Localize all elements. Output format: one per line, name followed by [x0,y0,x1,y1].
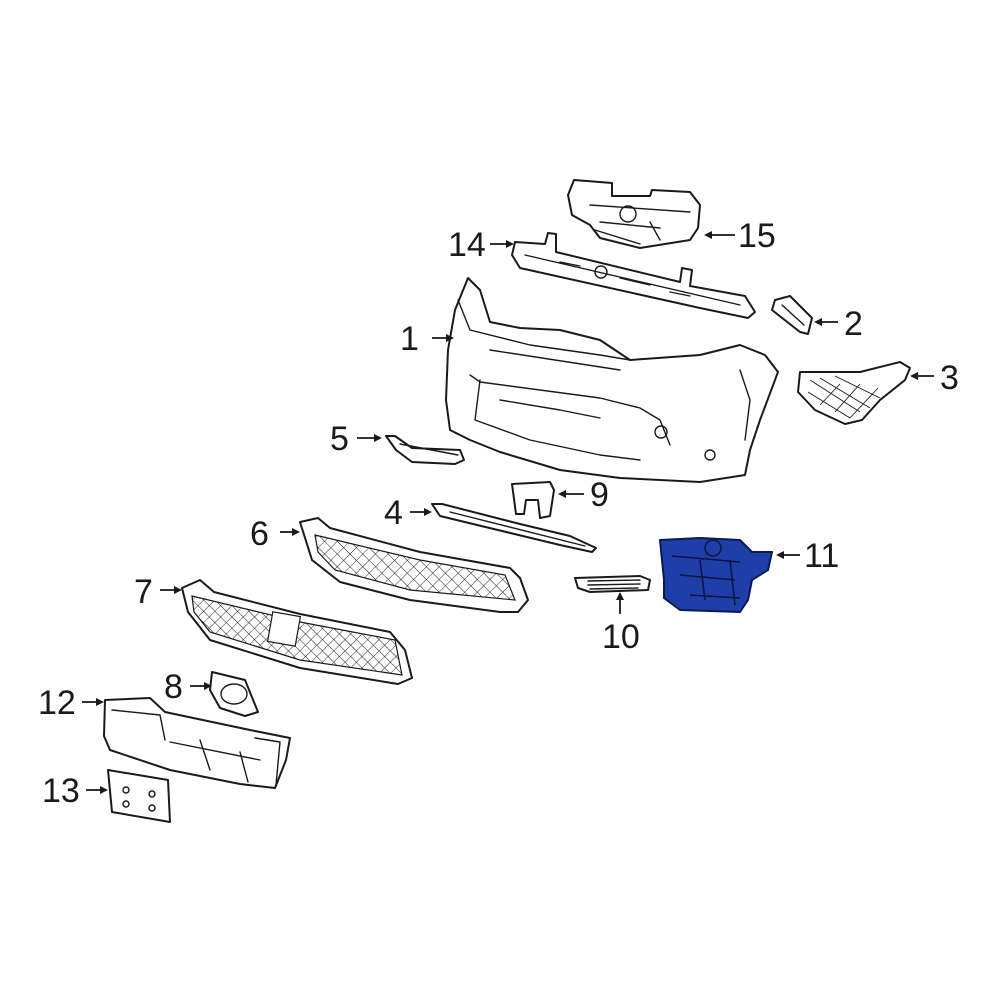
callout-6: 6 [250,515,269,553]
callout-3: 3 [940,359,959,397]
part-5-trim-strip[interactable] [385,435,465,465]
callout-1: 1 [400,320,419,358]
part-11-highlighted-bracket[interactable] [659,537,773,613]
callout-14: 14 [448,226,486,264]
part-14-reinforcement-beam[interactable] [511,232,756,319]
callout-10: 10 [602,618,640,656]
part-10-vent-insert[interactable] [574,575,651,593]
part-8-fog-lamp-bezel[interactable] [209,671,259,717]
leader-lines [82,231,934,794]
part-9-bracket[interactable] [511,481,555,519]
part-1-bumper-fascia[interactable] [445,277,779,483]
callout-2: 2 [844,305,863,343]
callout-7: 7 [134,573,153,611]
callout-13: 13 [42,772,80,810]
part-15-upper-absorber-bracket[interactable] [567,179,701,249]
part-2-side-bracket[interactable] [771,295,813,335]
part-7-lower-grille[interactable] [181,579,413,685]
callout-9: 9 [590,476,609,514]
callout-11: 11 [804,537,839,575]
callout-12: 12 [38,684,76,722]
part-13-license-plate-bracket[interactable] [107,769,171,823]
part-3-side-support[interactable] [797,361,911,425]
callout-8: 8 [164,668,183,706]
part-12-air-deflector[interactable] [103,697,291,789]
callout-15: 15 [738,217,776,255]
callout-numbers: 1 2 3 4 5 6 7 8 9 10 11 12 13 14 15 [38,217,959,810]
part-4-molding[interactable] [431,503,597,553]
callout-4: 4 [384,494,403,532]
callout-5: 5 [330,420,349,458]
part-6-upper-grille[interactable] [299,517,529,613]
